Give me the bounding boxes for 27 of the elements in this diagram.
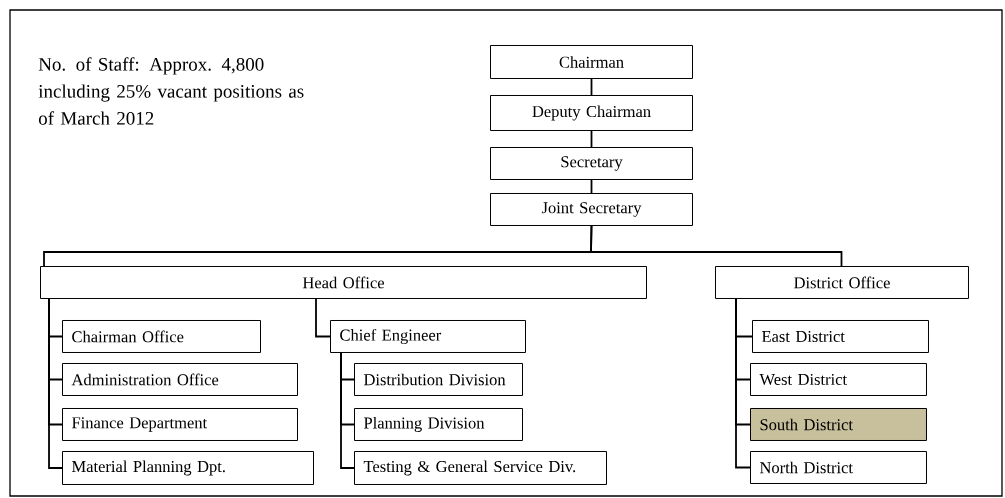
connector-line <box>590 130 593 148</box>
org-box: Distribution Division <box>354 363 523 396</box>
org-box: Planning Division <box>354 408 523 441</box>
connector-line <box>735 297 751 469</box>
org-box: Chairman Office <box>62 320 261 353</box>
org-box: Finance Department <box>62 408 298 441</box>
org-box: Material Planning Dpt. <box>62 451 314 485</box>
org-box: South District <box>750 408 927 441</box>
org-box: East District <box>752 320 929 353</box>
connector-line <box>590 78 593 96</box>
org-box: Secretary <box>490 147 693 180</box>
connector-line <box>590 179 593 194</box>
staff-note: No. of Staff: Approx. 4,800 including 25% vacant positions as of March 2012 <box>38 57 304 125</box>
connector-line <box>340 351 355 469</box>
org-box: Administration Office <box>62 363 298 396</box>
connector-line <box>590 225 843 267</box>
org-box: Chief Engineer <box>330 320 526 353</box>
org-box: North District <box>750 451 927 484</box>
org-box: Joint Secretary <box>490 193 693 226</box>
connector-line <box>48 297 63 469</box>
org-box: Head Office <box>40 266 647 299</box>
org-box: Deputy Chairman <box>490 95 693 131</box>
org-box: West District <box>750 363 927 396</box>
org-box: District Office <box>715 266 969 299</box>
org-box: Testing & General Service Div. <box>354 451 607 485</box>
org-box: Chairman <box>490 45 693 79</box>
connector-line <box>315 297 331 338</box>
